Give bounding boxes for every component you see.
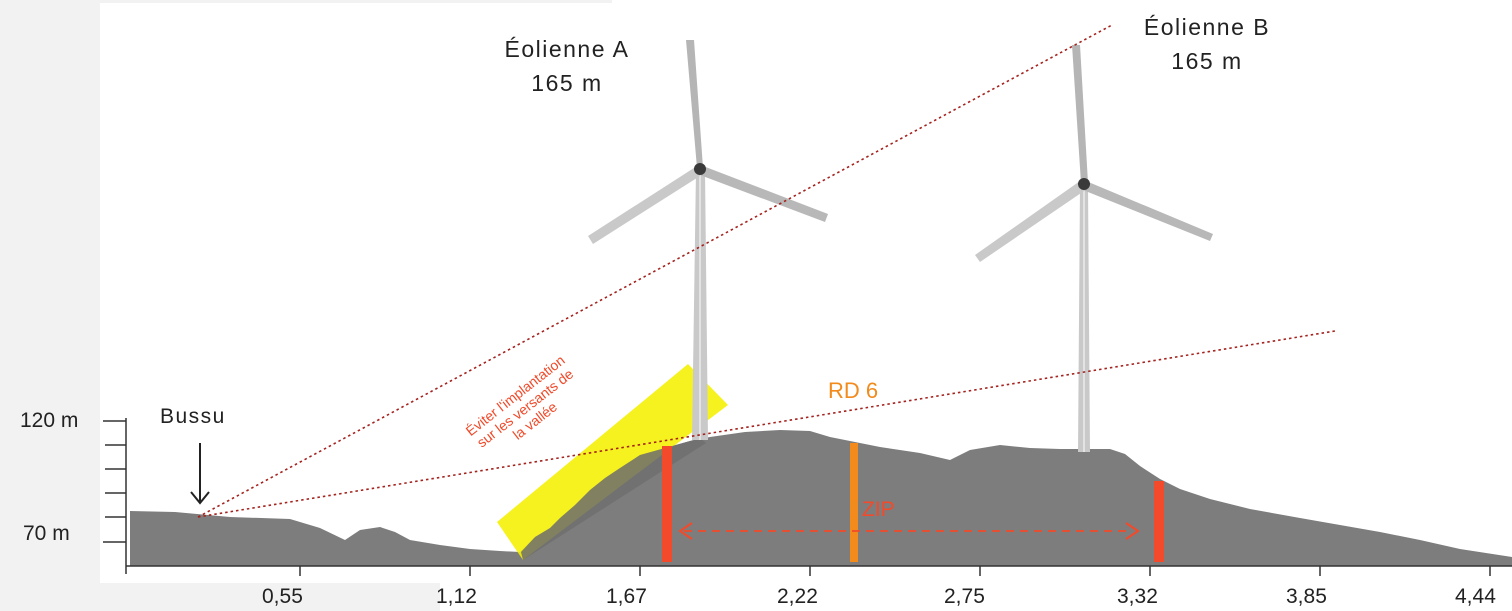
bottom-margin-background — [0, 583, 440, 611]
zip-boundary-left — [662, 446, 672, 562]
village-label: Bussu — [160, 405, 226, 428]
zip-label: ZIP — [862, 498, 895, 521]
x-tick-label: 3,32 — [1117, 585, 1158, 608]
turbine-b-name: Éolienne B — [1143, 14, 1271, 40]
turbine-a-name: Éolienne A — [504, 36, 630, 62]
y-tick-label-70: 70 m — [23, 522, 70, 545]
terrain-profile — [130, 430, 1512, 566]
x-tick-label: 1,12 — [436, 585, 477, 608]
top-strip-background — [0, 0, 612, 3]
zip-arrow-head-left — [678, 522, 693, 540]
slope-highlight — [497, 364, 728, 560]
turbine-a-height: 165 m — [531, 70, 603, 96]
zip-arrow-head-right — [1125, 522, 1140, 540]
y-axis-ticks — [103, 420, 126, 543]
sightline-upper — [197, 24, 1113, 518]
village-arrow-head — [190, 491, 210, 505]
turbine-a-label: Éolienne A 165 m — [482, 32, 652, 100]
left-margin-background — [0, 0, 100, 611]
y-tick-label-120: 120 m — [20, 409, 79, 432]
x-tick-label: 2,22 — [777, 585, 818, 608]
turbine-b — [975, 45, 1213, 452]
x-tick-label: 3,85 — [1286, 585, 1327, 608]
turbine-b-height: 165 m — [1171, 48, 1243, 74]
road-label: RD 6 — [828, 378, 879, 403]
road-marker — [850, 443, 858, 562]
x-tick-label: 2,75 — [944, 585, 985, 608]
turbine-b-label: Éolienne B 165 m — [1122, 10, 1292, 78]
x-tick-label: 1,67 — [606, 585, 647, 608]
x-tick-label: 4,44 — [1455, 585, 1496, 608]
x-axis-ticks — [125, 566, 1491, 576]
zip-boundary-right — [1154, 481, 1164, 562]
slope-terrain — [521, 438, 706, 560]
turbine-a — [588, 40, 828, 440]
x-tick-label: 0,55 — [262, 585, 303, 608]
